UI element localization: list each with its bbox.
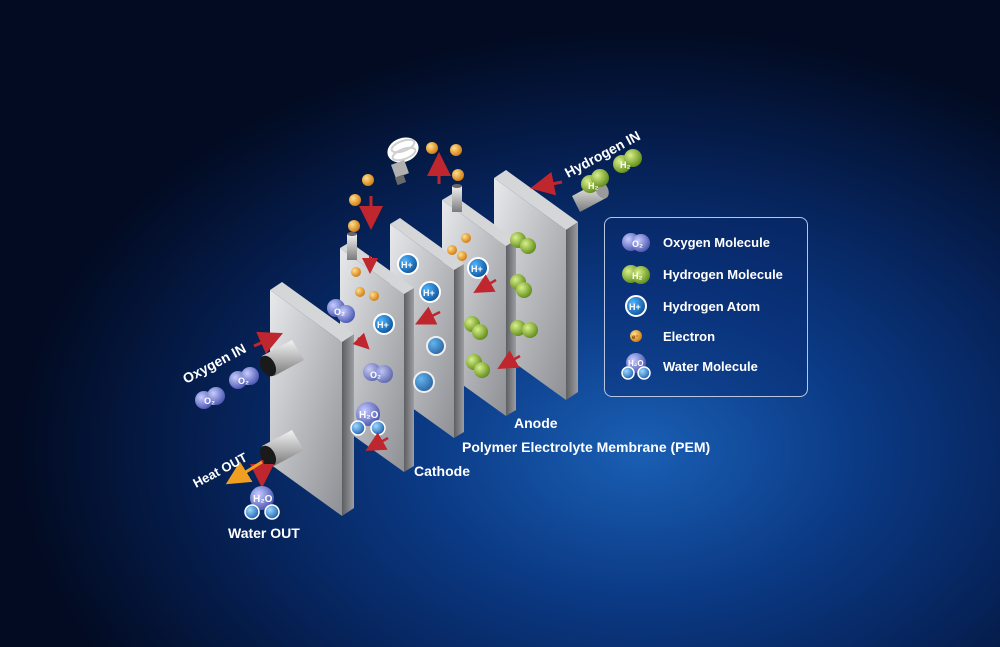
water-outlet-pipe — [259, 430, 304, 467]
arrow-hydrogen-in — [530, 171, 563, 196]
electron-icon: e⁻ — [619, 322, 653, 350]
internal-arrows — [352, 256, 521, 451]
h2o-label: H₂O — [359, 410, 379, 421]
legend-item-hydrogen-molecule: H₂ Hydrogen Molecule — [619, 260, 783, 288]
svg-text:H₂: H₂ — [632, 271, 643, 281]
cathode-terminal — [347, 232, 357, 260]
legend-item-oxygen: O₂ Oxygen Molecule — [619, 228, 770, 256]
pem-label: Polymer Electrolyte Membrane (PEM) — [462, 439, 710, 455]
oxygen-molecule-inlet-2: O₂ — [195, 387, 225, 409]
legend-label: Water Molecule — [663, 358, 758, 374]
arrow-heat-out — [225, 460, 263, 485]
anode-label: Anode — [514, 415, 558, 431]
cathode-oxygen-molecule: O₂ O₂ — [327, 299, 393, 383]
electron — [426, 142, 438, 154]
legend-label: Electron — [663, 328, 716, 344]
legend-label: Oxygen Molecule — [663, 234, 770, 250]
electron — [349, 194, 361, 206]
electrons-inside — [351, 233, 471, 301]
cathode-label: Cathode — [414, 463, 470, 479]
hydrogen-atoms: H+ H+ H+ H+ — [373, 253, 489, 393]
cathode-plate — [340, 242, 414, 472]
water-molecule-out: H₂O — [244, 486, 280, 520]
svg-text:H+: H+ — [629, 302, 641, 312]
o2-label: O₂ — [238, 376, 249, 386]
heat-out-label: Heat OUT — [190, 450, 249, 491]
arrow-oxygen-in — [253, 331, 283, 354]
electron — [348, 220, 360, 232]
o2-label: O₂ — [370, 370, 381, 380]
electron — [362, 174, 374, 186]
legend: O₂ Oxygen Molecule H₂ Hydrogen Molecule … — [604, 217, 808, 397]
hydrogen-molecule-inlet-2: H₂ — [613, 149, 642, 173]
water-out-label: Water OUT — [228, 525, 300, 541]
water-molecule-icon: H₂O — [619, 352, 653, 380]
oxygen-molecule-icon: O₂ — [619, 228, 653, 256]
h-plus-label: H+ — [423, 288, 435, 298]
h-plus-label: H+ — [471, 264, 483, 274]
light-bulb-icon — [387, 137, 419, 186]
legend-label: Hydrogen Molecule — [663, 266, 783, 282]
cathode-water-molecule: H₂O — [350, 402, 386, 436]
anode-hydrogen-molecules — [464, 232, 538, 378]
oxygen-molecule-inlet-1: O₂ — [229, 367, 259, 389]
h2o-label: H₂O — [253, 494, 273, 505]
electron — [450, 144, 462, 156]
o2-label: O₂ — [334, 307, 345, 317]
hydrogen-molecule-icon: H₂ — [619, 260, 653, 288]
legend-item-water: H₂O Water Molecule — [619, 352, 758, 380]
h2-label: H₂ — [620, 160, 631, 170]
svg-text:H₂O: H₂O — [628, 359, 644, 368]
h2-label: H₂ — [588, 181, 599, 191]
anode-terminal — [452, 184, 462, 212]
oxygen-inlet-pipe — [259, 340, 304, 377]
legend-item-hydrogen-atom: H+ Hydrogen Atom — [619, 292, 760, 320]
legend-item-electron: e⁻ Electron — [619, 322, 715, 350]
hydrogen-molecule-inlet-1: H₂ — [581, 169, 609, 193]
svg-text:O₂: O₂ — [632, 239, 643, 249]
o2-label: O₂ — [204, 396, 215, 406]
electron — [452, 169, 464, 181]
hydrogen-atom-icon: H+ — [619, 292, 653, 320]
legend-label: Hydrogen Atom — [663, 298, 761, 314]
h-plus-label: H+ — [401, 260, 413, 270]
svg-text:e⁻: e⁻ — [632, 335, 639, 341]
electron-group-top — [348, 142, 464, 232]
h-plus-label: H+ — [377, 320, 389, 330]
